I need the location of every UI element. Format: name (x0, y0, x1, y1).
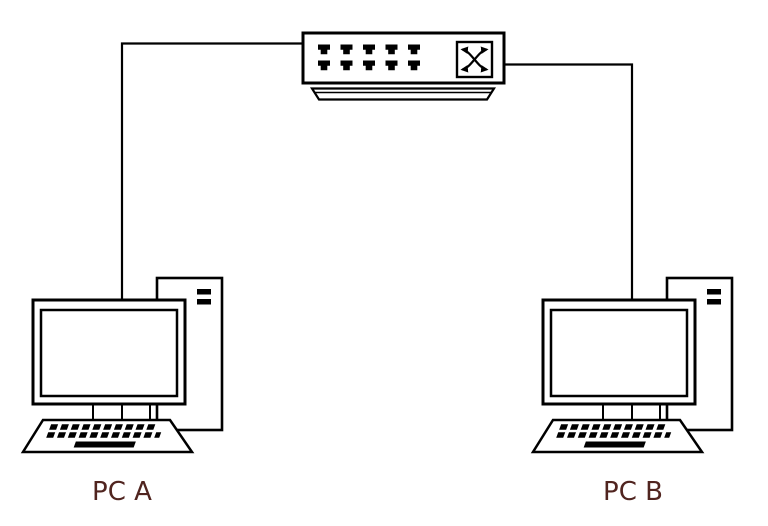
pc-b-label: PC B (603, 477, 663, 507)
switch-base (309, 87, 497, 101)
pc-a-illustration (23, 278, 222, 452)
crossed-arrows-switch-icon (455, 40, 494, 79)
cable-pc-a-to-switch (120, 42, 326, 301)
ethernet-switch-icon (301, 31, 506, 101)
pc-a-label: PC A (92, 477, 152, 507)
pc-b-illustration (533, 278, 732, 452)
